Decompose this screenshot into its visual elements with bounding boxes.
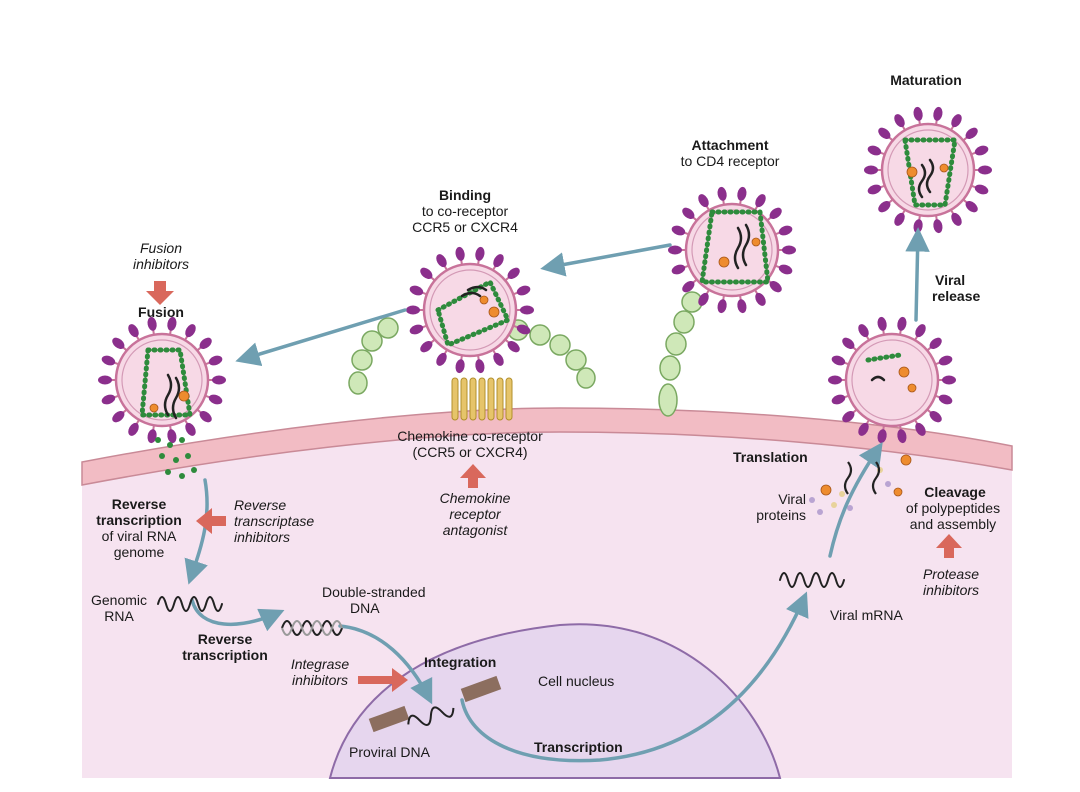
arrow-transcription [460,591,809,763]
viral-mrna-squiggle [779,572,845,588]
label-dsdna-2: DNA [350,600,380,616]
label-cleavage-sub2: and assembly [909,516,997,532]
capsid-budding [865,352,903,363]
label-genomic-rna-1: Genomic [90,592,148,608]
inhibitor-arrow-protease [936,534,962,558]
label-viral-proteins-2: proteins [756,507,806,523]
label-transcription: Transcription [534,739,623,755]
arrow-reverse-transcription [184,478,209,585]
label-rt2-1: Reverse [197,631,253,647]
label-proviral-dna: Proviral DNA [349,744,430,760]
label-genomic-rna-2: RNA [104,608,134,624]
double-stranded-dna [281,620,343,636]
released-capsid-beads [155,437,197,479]
arrow-rna-to-dna [190,598,285,632]
inhibitor-rti-1: Reverse [234,497,287,513]
label-binding: Binding [438,187,492,203]
label-fusion: Fusion [138,304,184,320]
label-rt-1: Reverse [111,496,167,512]
label-coreceptor-2: (CCR5 or CXCR4) [412,444,528,460]
viral-enzymes [149,163,949,497]
genomic-rna-squiggle [157,596,223,612]
inhibitor-rti-2: transcriptase [234,513,315,529]
capsid-fusion [139,347,193,418]
cell-membrane [81,407,1013,486]
inhibitor-fusion-2: inhibitors [132,256,190,272]
label-rt-4: genome [113,544,165,560]
label-attachment-sub: to CD4 receptor [680,153,780,169]
label-viral-release-1: Viral [935,272,966,288]
arrow-dna-to-integration [338,624,433,705]
capsid-attachment [699,209,771,285]
cytoplasm [82,418,1012,778]
inhibitor-fusion-1: Fusion [139,240,183,256]
label-attachment: Attachment [691,137,769,153]
label-rt-2: transcription [96,512,182,528]
label-integration: Integration [424,654,497,670]
cleavage-rna [843,461,881,495]
label-maturation: Maturation [890,72,962,88]
label-translation: Translation [733,449,808,465]
inhibitor-protease-1: Protease [922,566,980,582]
virion-fusion [96,314,228,446]
inhibitor-arrow-integrase [358,668,408,692]
label-rt2-2: transcription [182,647,268,663]
virion-maturation [862,104,994,236]
label-binding-sub1: to co-receptor [421,203,509,219]
inhibitor-arrow-chemokine [460,464,486,488]
cell-nucleus [328,623,782,779]
proviral-dna [368,675,502,733]
label-cell-nucleus: Cell nucleus [538,673,615,689]
arrow-viral-release [905,227,930,322]
label-dsdna-1: Double-stranded [322,584,426,600]
label-coreceptor-1: Chemokine co-receptor [397,428,543,444]
arrow-translation [828,441,883,558]
label-binding-sub2: CCR5 or CXCR4 [412,219,518,235]
inhibitor-rti-3: inhibitors [234,529,291,545]
viral-rna [163,158,935,420]
inhibitor-protease-2: inhibitors [922,582,980,598]
inhibitor-chemokine-2: receptor [449,506,501,522]
label-cleavage-sub1: of polypeptides [905,500,1001,516]
inhibitor-arrow-fusion [146,281,174,305]
capsid-maturation [902,137,958,208]
label-rt-3: of viral RNA [101,528,177,544]
inhibitor-arrow-rti [196,508,226,534]
inhibitor-chemokine-3: antagonist [442,522,508,538]
label-viral-release-2: release [932,288,981,304]
cd4-receptor [658,291,703,417]
inhibitor-integrase-2: inhibitors [291,672,349,688]
label-viral-proteins-1: Viral [778,491,806,507]
inhibitor-integrase-1: Integrase [290,656,350,672]
arrow-binding-to-fusion [235,308,407,367]
inhibitor-chemokine-1: Chemokine [439,490,511,506]
chemokine-coreceptor [451,377,513,421]
arrow-attachment-to-binding [540,243,672,277]
capsid-binding [435,278,512,349]
label-viral-mrna: Viral mRNA [830,607,903,623]
virion-binding [404,244,536,376]
label-cleavage: Cleavage [924,484,986,500]
